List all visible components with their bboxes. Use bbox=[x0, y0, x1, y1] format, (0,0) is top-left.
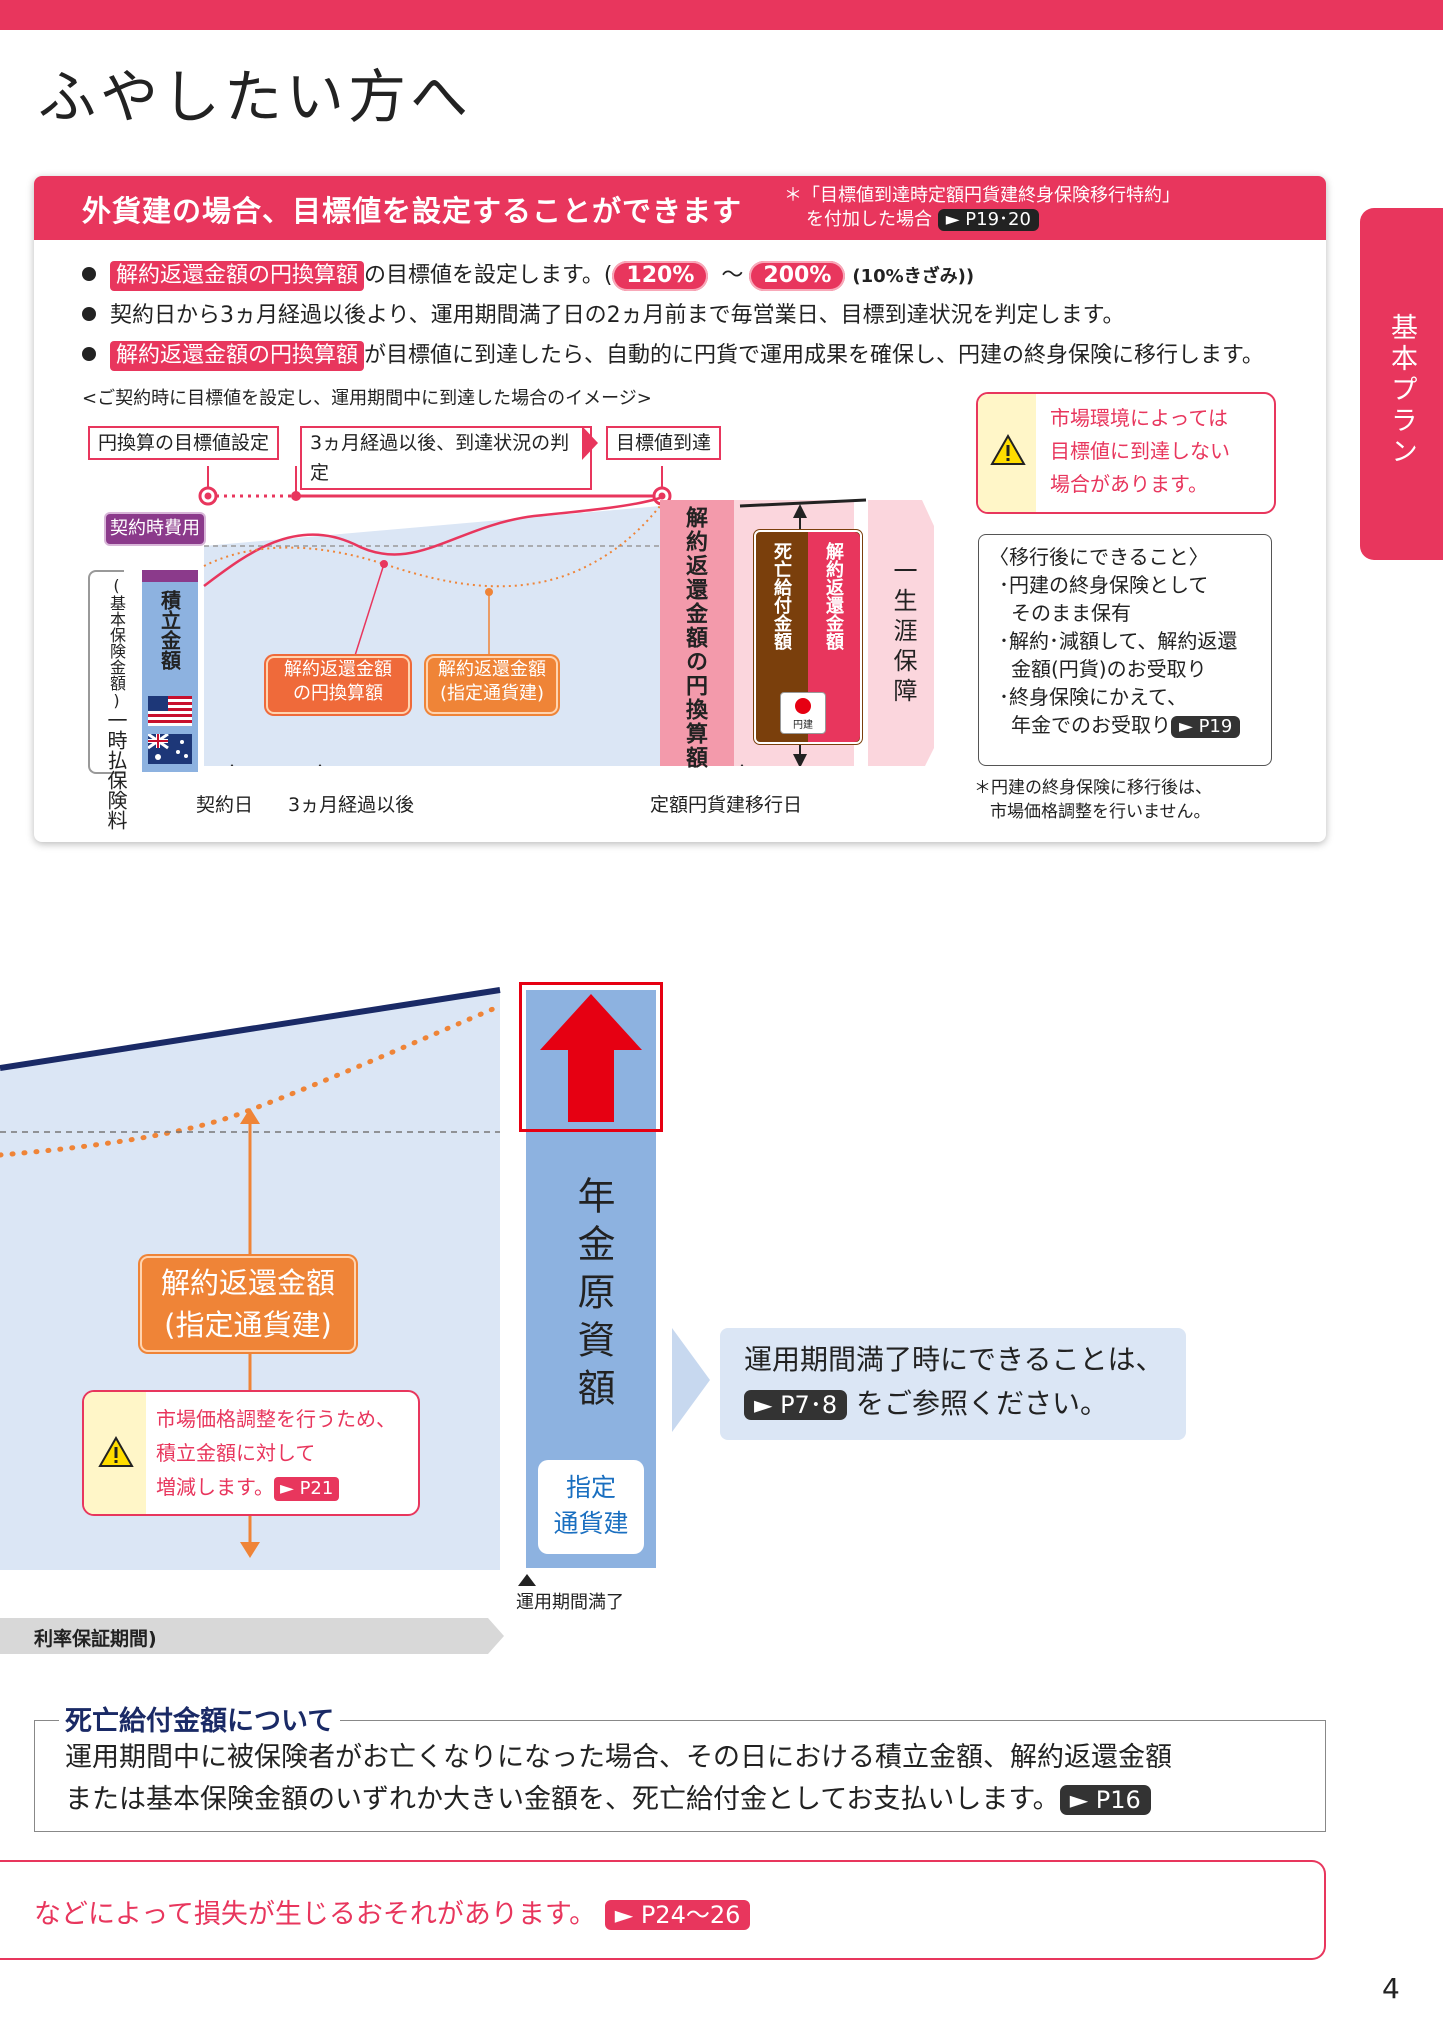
us-flag-icon bbox=[148, 696, 192, 726]
timeline-judge-dot bbox=[291, 491, 301, 501]
warn-line1: 市場環境によっては bbox=[1050, 406, 1228, 430]
side-tab-label: 基本プラン bbox=[1386, 313, 1417, 468]
diagram-caption: <ご契約時に目標値を設定し、運用期間中に到達した場合のイメージ> bbox=[82, 388, 652, 409]
yen-curve bbox=[203, 496, 661, 587]
axis-mark-contract bbox=[230, 764, 234, 766]
bullet-1-text: の目標値を設定します。( bbox=[364, 263, 613, 288]
maturity-label: 運用期間満了 bbox=[516, 1592, 624, 1613]
axis-label-3m: 3ヵ月経過以後 bbox=[288, 794, 415, 816]
death-benefit-box: 死亡給付金額について 運用期間中に被保険者がお亡くなりになった場合、その日におけ… bbox=[34, 1699, 1326, 1832]
accumulation-area bbox=[204, 506, 660, 766]
guarantee-band bbox=[0, 1618, 504, 1654]
min-percent-badge: 120% bbox=[612, 261, 709, 291]
yen-value-column bbox=[660, 500, 734, 766]
ref-p7-8-link[interactable]: ► P7･8 bbox=[744, 1390, 848, 1420]
accumulation-line-navy bbox=[0, 987, 501, 1071]
yen-value-label: 解約返還金額の円換算額 bbox=[266, 656, 410, 714]
fx-value-label-lower: 解約返還金額(指定通貨建) bbox=[140, 1256, 356, 1352]
top-accent-bar bbox=[0, 0, 1443, 30]
accumulation-label: 積立金額 bbox=[157, 590, 182, 670]
death-line1: 運用期間中に被保険者がお亡くなりになった場合、その日における積立金額、解約返還金… bbox=[65, 1742, 1172, 1773]
fx-curve bbox=[203, 505, 661, 588]
page-title: ふやしたい方へ bbox=[38, 63, 473, 131]
guarantee-band-label: 利率保証期間) bbox=[34, 1628, 157, 1650]
max-percent-badge: 200% bbox=[749, 261, 846, 291]
step-set-target: 円換算の目標値設定 bbox=[88, 426, 280, 460]
card-title: 外貨建の場合、目標値を設定することができます bbox=[82, 194, 743, 228]
premium-label: (基本保険金額)一時払保険料 bbox=[104, 576, 128, 830]
bullet-dot bbox=[82, 347, 96, 361]
bullet-3: 解約返還金額の円換算額が目標値に到達したら、自動的に円貨で運用成果を確保し、円建… bbox=[82, 340, 1264, 372]
step-reached: 目標値到達 bbox=[606, 426, 722, 460]
note-line1: ＊「目標値到達時定額円貨建終身保険移行特約」 bbox=[784, 185, 1180, 206]
bullet-3-text: が目標値に到達したら、自動的に円貨で運用成果を確保し、円建の終身保険に移行します… bbox=[364, 343, 1264, 368]
contract-fee-label: 契約時費用 bbox=[106, 514, 204, 544]
bullet-dot bbox=[82, 267, 96, 281]
ref-p16-link[interactable]: ► P16 bbox=[1059, 1785, 1151, 1815]
tilde: ～ bbox=[721, 263, 744, 288]
side-tab-basic-plan[interactable]: 基本プラン bbox=[1360, 208, 1443, 560]
maturity-mark bbox=[518, 1574, 536, 1586]
yen-value-column-label: 解約返還金額の円換算額 bbox=[682, 506, 707, 770]
death-surrender-badge: 死亡給付金額 解約返還金額 円建 bbox=[754, 530, 862, 744]
bullet-1: 解約返還金額の円換算額の目標値を設定します。(120% ～200% (10%きざ… bbox=[82, 260, 974, 293]
ref-p24-26-link[interactable]: ► P24～26 bbox=[604, 1900, 751, 1930]
warning-icon bbox=[98, 1436, 134, 1467]
step-judge: 3ヵ月経過以後、到達状況の判定 bbox=[300, 426, 592, 490]
step-text: (10%きざみ)) bbox=[852, 266, 975, 287]
yen-value-tag: 解約返還金額の円換算額 bbox=[110, 341, 365, 371]
bullet-2: 契約日から3ヵ月経過以後より、運用期間満了日の2ヵ月前まで毎営業日、目標到達状況… bbox=[82, 300, 1124, 332]
death-line2: または基本保険金額のいずれか大きい金額を、死亡給付金としてお支払いします。 bbox=[65, 1784, 1060, 1815]
au-flag-icon bbox=[147, 732, 192, 764]
market-warning-box: 市場環境によっては 目標値に到達しない 場合があります。 bbox=[976, 392, 1276, 514]
warn-line3: 場合があります。 bbox=[1050, 472, 1208, 496]
lifetime-coverage-label: 一生涯保障 bbox=[889, 558, 917, 708]
bullet-2-text: 契約日から3ヵ月経過以後より、運用期間満了日の2ヵ月前まで毎営業日、目標到達状況… bbox=[110, 303, 1125, 328]
ref-p19-20-link[interactable]: ► P19･20 bbox=[937, 209, 1039, 231]
fx-value-label: 解約返還金額(指定通貨建) bbox=[426, 656, 558, 714]
card-footnote: ＊円建の終身保険に移行後は、 市場価格調整を行いません。 bbox=[974, 778, 1212, 822]
accumulation-column: 積立金額 bbox=[142, 570, 198, 772]
bullet-dot bbox=[82, 307, 96, 321]
risk-notice-text: などによって損失が生じるおそれがあります。 bbox=[34, 1899, 597, 1930]
axis-mark-transfer bbox=[740, 764, 744, 766]
surrender-label: 解約返還金額 bbox=[823, 542, 844, 650]
target-value-card: 外貨建の場合、目標値を設定することができます ＊「目標値到達時定額円貨建終身保険… bbox=[34, 176, 1326, 842]
increase-highlight-box bbox=[519, 982, 663, 1132]
yen-badge: 円建 bbox=[780, 692, 826, 734]
risk-notice-box: などによって損失が生じるおそれがあります。 ► P24～26 bbox=[0, 1860, 1326, 1960]
card-header: 外貨建の場合、目標値を設定することができます ＊「目標値到達時定額円貨建終身保険… bbox=[34, 176, 1326, 240]
maturity-info-box: 運用期間満了時にできることは、 ► P7･8 をご参照ください。 bbox=[720, 1328, 1186, 1440]
death-benefit-label: 死亡給付金額 bbox=[771, 542, 792, 650]
note-line2: を付加した場合 bbox=[806, 209, 932, 230]
pension-label: 年金原資額 bbox=[571, 1176, 615, 1416]
death-benefit-title: 死亡給付金額について bbox=[59, 1699, 341, 1738]
step-arrow-icon bbox=[582, 426, 598, 460]
axis-mark-3m bbox=[318, 764, 322, 766]
premium-sub: (基本保険金額) bbox=[107, 576, 126, 710]
axis-label-transfer: 定額円貨建移行日 bbox=[650, 794, 803, 816]
fx-currency-badge: 指定通貨建 bbox=[538, 1460, 644, 1554]
premium-main: 一時払保険料 bbox=[104, 710, 128, 830]
yen-value-tag: 解約返還金額の円換算額 bbox=[110, 261, 365, 291]
warning-icon bbox=[990, 434, 1026, 465]
japan-flag-icon bbox=[795, 698, 811, 714]
after-transfer-box: 〈移行後にできること〉 ･円建の終身保険として そのまま保有 ･解約･減額して、… bbox=[978, 534, 1272, 766]
ref-p19-link[interactable]: ► P19 bbox=[1171, 716, 1241, 738]
market-adjust-warning: 市場価格調整を行うため、 積立金額に対して 増減します。► P21 bbox=[82, 1390, 420, 1516]
page-number: 4 bbox=[1382, 1972, 1400, 2005]
card-header-note: ＊「目標値到達時定額円貨建終身保険移行特約」 を付加した場合 ► P19･20 bbox=[784, 184, 1180, 232]
axis-label-contract: 契約日 bbox=[196, 794, 254, 816]
ref-p21-link[interactable]: ► P21 bbox=[274, 1477, 340, 1501]
after-title: 〈移行後にできること〉 bbox=[989, 545, 1209, 569]
lifetime-arrow bbox=[868, 500, 934, 766]
up-arrow-icon bbox=[540, 994, 642, 1122]
warn-line2: 目標値に到達しない bbox=[1050, 439, 1230, 463]
chevron-right-icon bbox=[672, 1328, 710, 1432]
